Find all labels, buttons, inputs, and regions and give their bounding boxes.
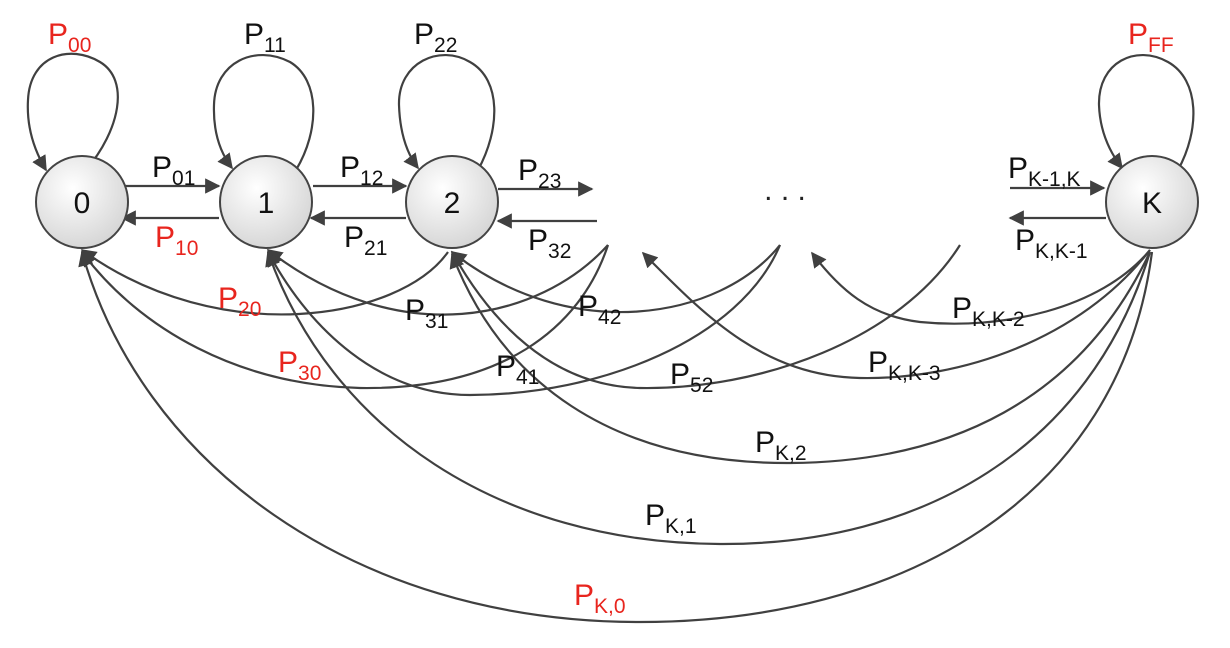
label-p52: P52: [670, 358, 713, 397]
label-p41: P41: [496, 350, 539, 389]
node-2: 2: [405, 155, 499, 249]
label-pkk3: PK,K-3: [868, 346, 941, 385]
edge-4-1: [267, 244, 782, 397]
edge-5-2: [451, 244, 961, 390]
label-p21: P21: [344, 221, 387, 260]
label-pk1: PK,1: [645, 499, 697, 538]
label-p01: P01: [152, 151, 195, 190]
label-pkk2: PK,K-2: [952, 292, 1025, 331]
label-pk0: PK,0: [574, 579, 626, 618]
label-pk1k: PK-1,K: [1008, 152, 1081, 191]
node-0-label: 0: [74, 187, 91, 220]
edge-kk3: [641, 249, 1151, 380]
self-loop-k: [1097, 53, 1195, 171]
label-p22: P22: [414, 18, 457, 57]
label-p23: P23: [518, 154, 561, 193]
label-p12: P12: [340, 151, 383, 190]
node-0: 0: [35, 155, 129, 249]
edge-3-0: [81, 244, 610, 390]
label-pkk1: PK,K-1: [1015, 224, 1088, 263]
label-p30: P30: [278, 346, 321, 385]
label-p00: P00: [48, 18, 91, 57]
node-1-label: 1: [258, 187, 275, 220]
node-1: 1: [219, 155, 313, 249]
label-p31: P31: [405, 294, 448, 333]
edge-2-0: [80, 249, 449, 316]
label-p42: P42: [578, 290, 621, 329]
edge-3-1: [266, 244, 609, 316]
self-loop-2: [397, 53, 496, 171]
edge-k-2: [449, 251, 1151, 465]
label-pk2: PK,2: [755, 426, 807, 465]
edge-k-0: [78, 250, 1154, 624]
self-loop-1: [212, 53, 315, 171]
label-p10: P10: [155, 221, 198, 260]
self-loop-0: [26, 52, 119, 172]
node-k: K: [1105, 155, 1199, 249]
node-2-label: 2: [444, 187, 461, 220]
node-k-label: K: [1142, 187, 1162, 220]
edge-4-2: [450, 244, 781, 314]
label-p11: P11: [244, 18, 286, 57]
label-pff: PFF: [1128, 18, 1174, 57]
edge-kk2: [811, 249, 1151, 325]
ellipsis: . . .: [764, 174, 806, 207]
edge-k-1: [265, 250, 1152, 546]
label-p32: P32: [528, 224, 571, 263]
label-p20: P20: [218, 282, 261, 321]
